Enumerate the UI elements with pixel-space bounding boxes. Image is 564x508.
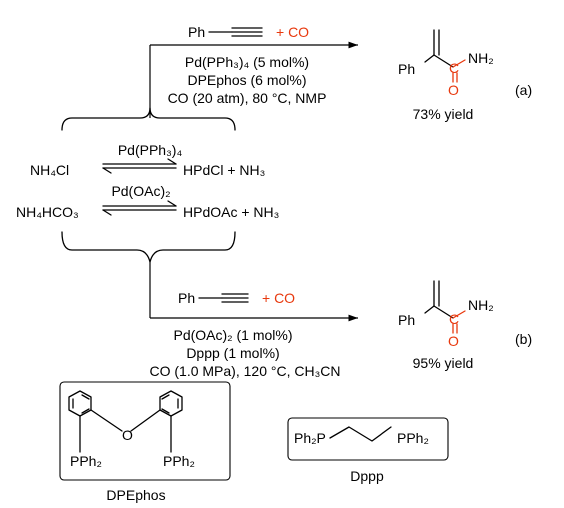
reaction-b-plus-co: + CO: [262, 290, 295, 306]
reaction-b: Ph + CO Pd(OAc)₂ (1 mol%) Dppp (1 mol%) …: [149, 262, 532, 379]
product-b-nh2: NH₂: [468, 297, 494, 313]
eq1-equilibrium-arrows: [102, 158, 177, 174]
dppp-box: [287, 417, 449, 461]
dpephos-right-ring: [159, 390, 183, 417]
dpephos-name: DPEphos: [106, 487, 165, 503]
reaction-b-substrate-ph: Ph: [178, 290, 195, 306]
dpephos-oxygen: O: [122, 427, 133, 443]
dppp-pph2: PPh₂: [397, 430, 429, 446]
brace-bottom: [61, 231, 236, 263]
reaction-b-catalyst: Pd(OAc)₂ (1 mol%): [173, 327, 292, 343]
alkyne-triple-bond-a: [208, 27, 263, 37]
product-a-carbonyl-o: O: [448, 82, 459, 98]
eq1-reagent: Pd(PPh₃)₄: [118, 142, 183, 158]
brace-top: [61, 107, 236, 131]
dpephos-pph2-right: PPh₂: [163, 453, 195, 469]
equilibria: NH₄Cl Pd(PPh₃)₄ HPdCl + NH₃ NH₄HCO₃ Pd(O…: [16, 142, 279, 263]
reaction-a-conditions: CO (20 atm), 80 °C, NMP: [168, 90, 327, 106]
product-a-ph: Ph: [398, 61, 415, 77]
eq1-right: HPdCl + NH₃: [183, 162, 265, 178]
reaction-a-plus-co: + CO: [276, 24, 309, 40]
product-a-structure: [424, 29, 466, 83]
reaction-a-ligand: DPEphos (6 mol%): [187, 72, 306, 88]
dpephos-pph2-left: PPh₂: [70, 453, 102, 469]
product-a-nh2: NH₂: [468, 50, 494, 66]
reaction-a: Ph + CO Pd(PPh₃)₄ (5 mol%) DPEphos (6 mo…: [61, 24, 532, 131]
product-b-ph: Ph: [398, 312, 415, 328]
product-b-carbonyl-o: O: [448, 333, 459, 349]
dpephos-left-ring: [68, 390, 92, 417]
eq2-equilibrium-arrows: [102, 200, 177, 216]
eq2-left: NH₄HCO₃: [16, 204, 79, 220]
eq2-reagent: Pd(OAc)₂: [111, 183, 170, 199]
reaction-b-yield: 95% yield: [413, 355, 474, 371]
dpephos-box: [59, 381, 231, 481]
reaction-b-ligand: Dppp (1 mol%): [186, 345, 279, 361]
reaction-b-conditions: CO (1.0 MPa), 120 °C, CH₃CN: [149, 363, 340, 379]
alkyne-triple-bond-b: [198, 293, 249, 303]
dppp-ligand: Ph₂P PPh₂ Dppp: [287, 417, 449, 484]
eq2-right: HPdOAc + NH₃: [183, 204, 279, 220]
reaction-a-substrate-ph: Ph: [188, 24, 205, 40]
product-b-structure: [424, 280, 466, 334]
reaction-a-label: (a): [515, 82, 532, 98]
eq1-left: NH₄Cl: [30, 162, 69, 178]
reaction-b-label: (b): [515, 331, 532, 347]
dppp-propylene-chain: [329, 426, 392, 442]
reaction-a-yield: 73% yield: [413, 106, 474, 122]
reaction-a-catalyst: Pd(PPh₃)₄ (5 mol%): [185, 54, 309, 70]
dppp-ph2p: Ph₂P: [294, 430, 326, 446]
product-a-carbonyl-c: C: [449, 60, 459, 76]
dpephos-ligand: O PPh₂ PPh₂ DPEphos: [59, 381, 231, 503]
dppp-name: Dppp: [350, 468, 384, 484]
product-b-carbonyl-c: C: [449, 311, 459, 327]
